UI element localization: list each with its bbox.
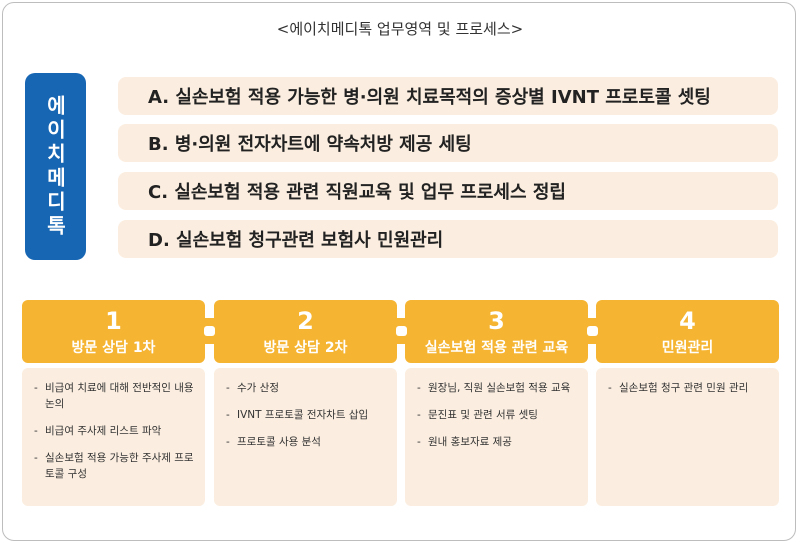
step-number: 2 xyxy=(297,307,314,335)
list-item: 실손보험 청구 관련 민원 관리 xyxy=(608,380,771,396)
area-row-a: A. 실손보험 적용 가능한 병·의원 치료목적의 증상별 IVNT 프로토콜 … xyxy=(118,77,778,115)
list-item: 실손보험 적용 가능한 주사제 프로토콜 구성 xyxy=(34,450,197,482)
area-row-b: B. 병·의원 전자차트에 약속처방 제공 세팅 xyxy=(118,124,778,162)
list-item: 원내 홍보자료 제공 xyxy=(417,434,580,450)
step-label: 방문 상담 1차 xyxy=(71,340,156,356)
list-item: 원장님, 직원 실손보험 적용 교육 xyxy=(417,380,580,396)
step-detail-2: 수가 산정 IVNT 프로토콜 전자차트 삽입 프로토콜 사용 분석 xyxy=(214,368,397,506)
step-header-2: 2 방문 상담 2차 xyxy=(214,300,397,363)
connector-notch xyxy=(204,326,215,336)
step-label: 방문 상담 2차 xyxy=(263,340,348,356)
list-item: 프로토콜 사용 분석 xyxy=(226,434,389,450)
step-label: 민원관리 xyxy=(661,340,714,356)
step-label: 실손보험 적용 관련 교육 xyxy=(424,340,569,356)
step-number: 4 xyxy=(679,307,696,335)
diagram-title: <에이치메디톡 업무영역 및 프로세스> xyxy=(276,20,524,38)
list-item: 비급여 주사제 리스트 파악 xyxy=(34,423,197,439)
list-item: IVNT 프로토콜 전자차트 삽입 xyxy=(226,407,389,423)
step-number: 3 xyxy=(488,307,505,335)
connector-notch xyxy=(587,326,598,336)
step-header-4: 4 민원관리 xyxy=(596,300,779,363)
step-number: 1 xyxy=(105,307,122,335)
step-header-3: 3 실손보험 적용 관련 교육 xyxy=(405,300,588,363)
list-item: 문진표 및 관련 서류 셋팅 xyxy=(417,407,580,423)
brand-label: 에이치메디톡 xyxy=(43,94,67,239)
list-item: 비급여 치료에 대해 전반적인 내용 논의 xyxy=(34,380,197,412)
list-item: 수가 산정 xyxy=(226,380,389,396)
connector-notch xyxy=(396,326,407,336)
step-header-1: 1 방문 상담 1차 xyxy=(22,300,205,363)
brand-badge: 에이치메디톡 xyxy=(25,73,86,260)
area-row-d: D. 실손보험 청구관련 보험사 민원관리 xyxy=(118,220,778,258)
area-row-c: C. 실손보험 적용 관련 직원교육 및 업무 프로세스 정립 xyxy=(118,172,778,210)
step-detail-4: 실손보험 청구 관련 민원 관리 xyxy=(596,368,779,506)
step-detail-1: 비급여 치료에 대해 전반적인 내용 논의 비급여 주사제 리스트 파악 실손보… xyxy=(22,368,205,506)
step-detail-3: 원장님, 직원 실손보험 적용 교육 문진표 및 관련 서류 셋팅 원내 홍보자… xyxy=(405,368,588,506)
